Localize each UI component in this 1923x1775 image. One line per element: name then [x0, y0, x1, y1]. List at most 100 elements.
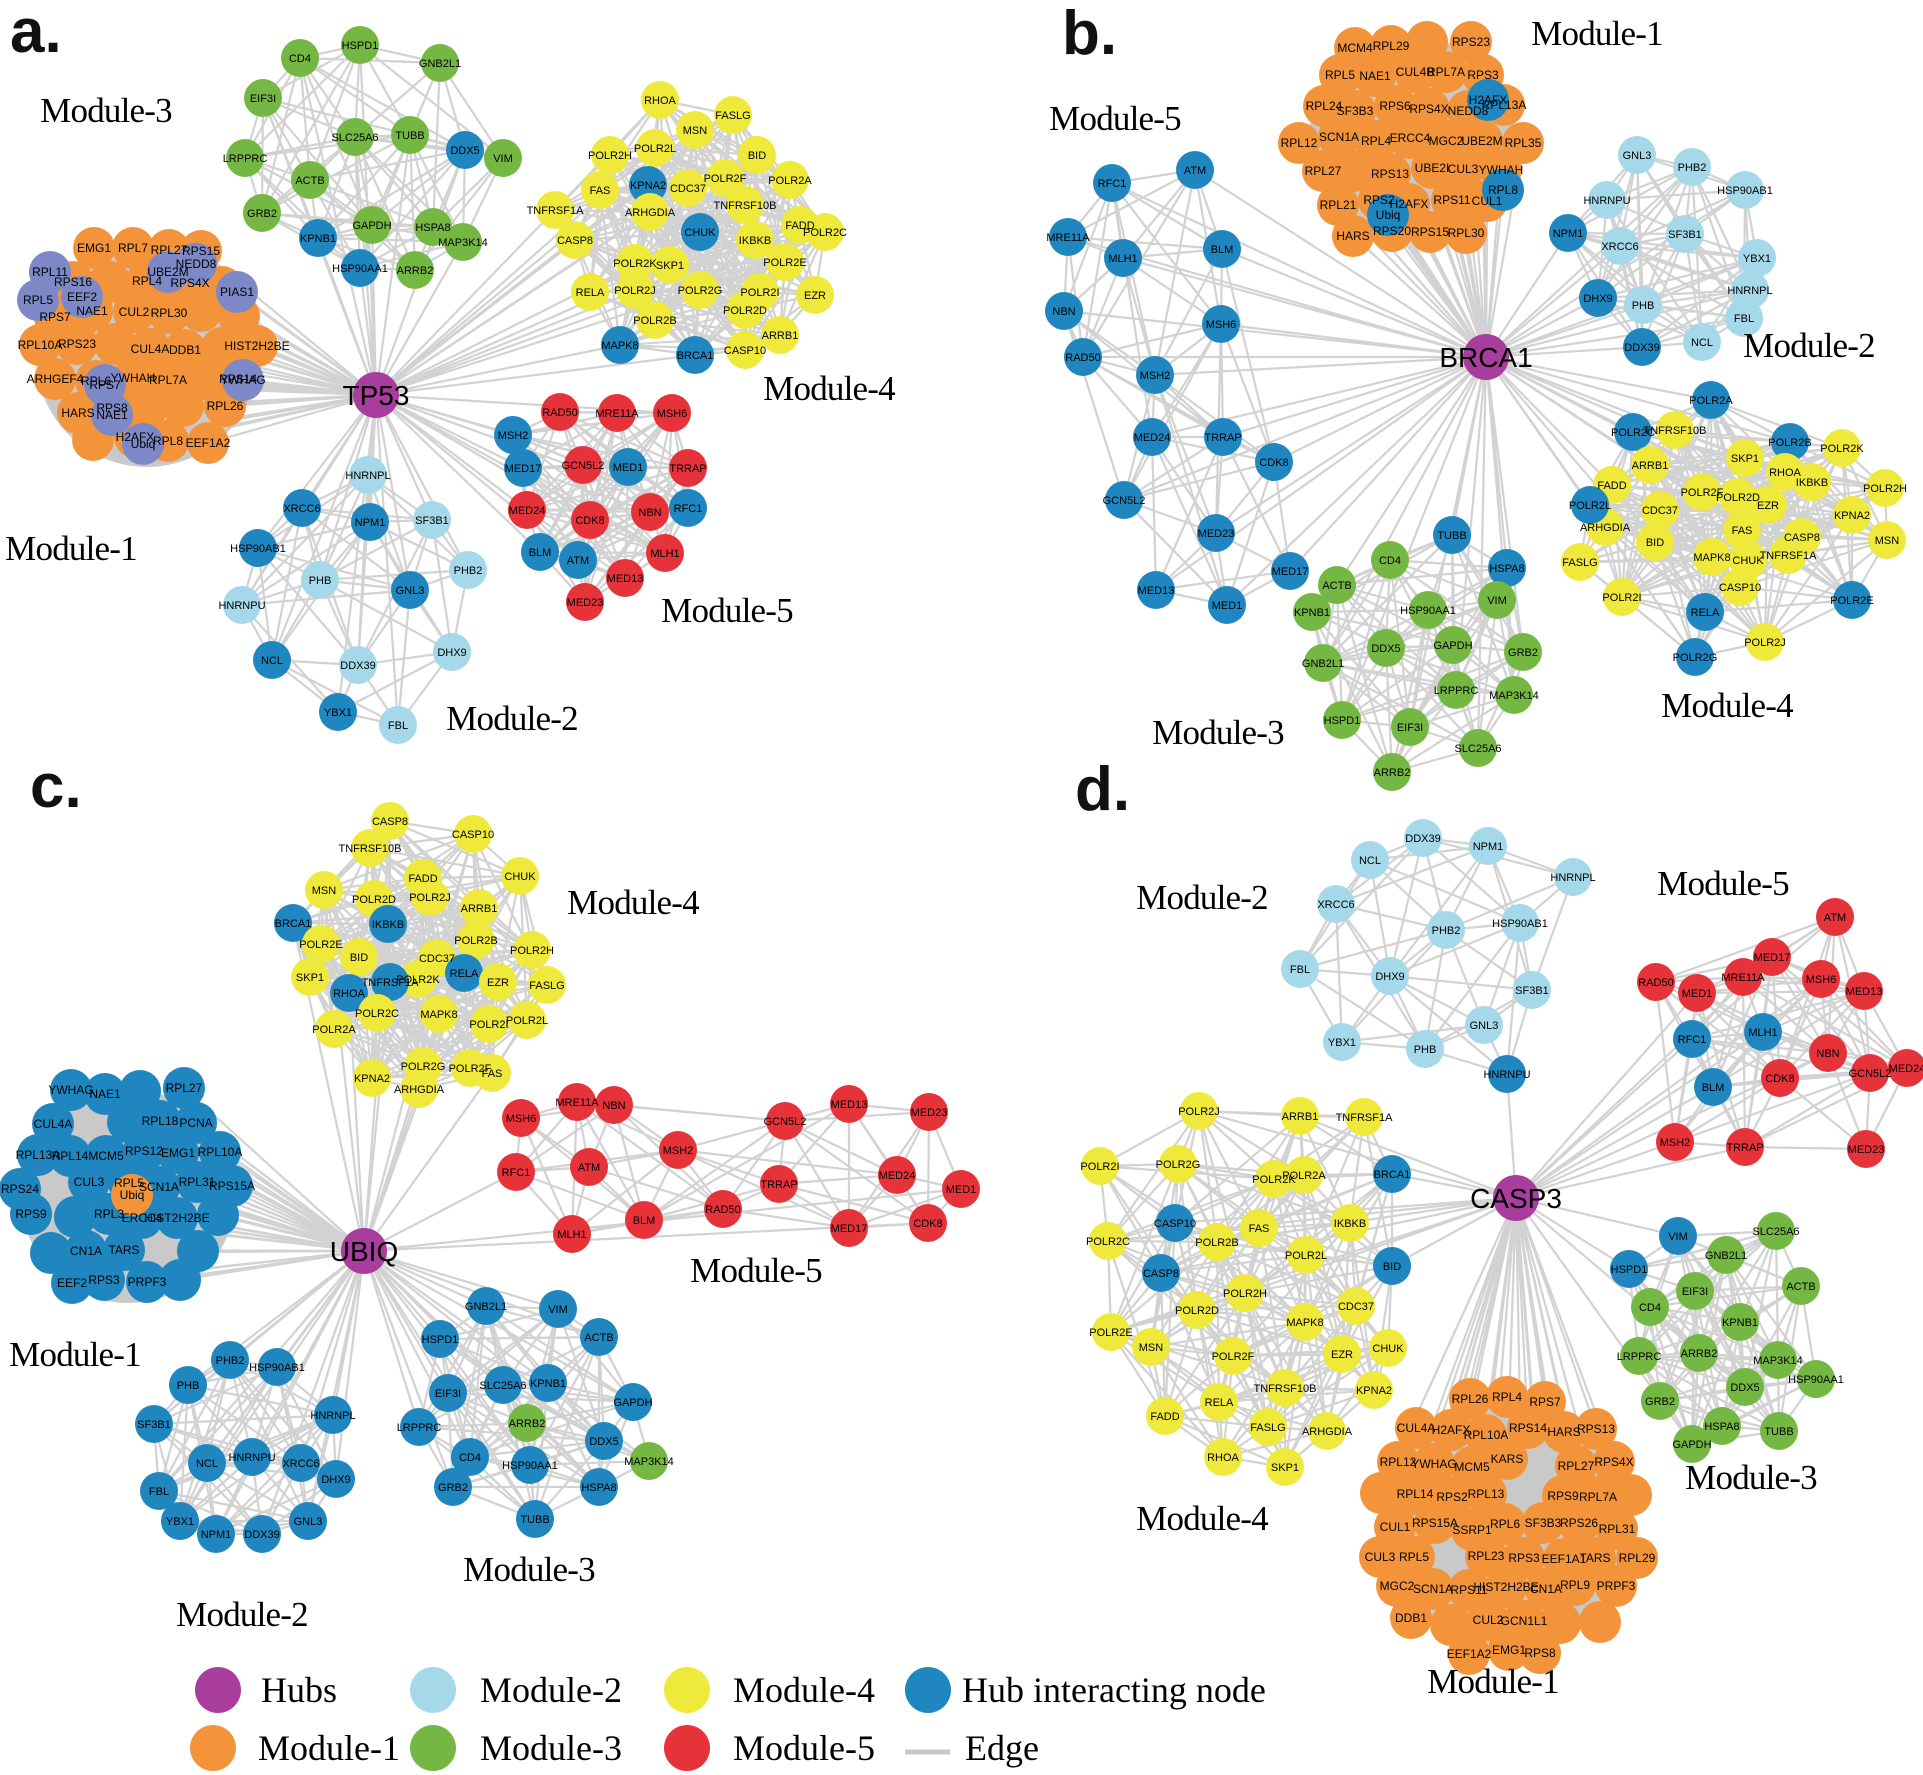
- svg-text:HIST2H2BE: HIST2H2BE: [144, 1211, 209, 1225]
- svg-text:RPS7: RPS7: [1529, 1395, 1561, 1409]
- svg-text:RPL30: RPL30: [151, 306, 188, 320]
- svg-text:MSN: MSN: [1139, 1342, 1164, 1354]
- svg-text:MED23: MED23: [1198, 528, 1235, 540]
- svg-text:POLR2G: POLR2G: [401, 1061, 446, 1073]
- svg-text:RPL13A: RPL13A: [1482, 98, 1527, 112]
- svg-text:MAPK8: MAPK8: [1286, 1317, 1323, 1329]
- svg-text:RPL8: RPL8: [1488, 183, 1518, 197]
- svg-text:RFC1: RFC1: [1678, 1034, 1707, 1046]
- svg-text:BID: BID: [350, 952, 368, 964]
- svg-text:HSP90AB1: HSP90AB1: [1492, 918, 1548, 930]
- svg-text:GAPDH: GAPDH: [613, 1397, 652, 1409]
- svg-text:RPL10A: RPL10A: [198, 1145, 243, 1159]
- svg-text:RPS2: RPS2: [1436, 1490, 1468, 1504]
- svg-text:ARRB1: ARRB1: [1282, 1111, 1319, 1123]
- svg-text:MED1: MED1: [1212, 600, 1243, 612]
- svg-text:RAD50: RAD50: [1638, 977, 1673, 989]
- svg-text:RPL29: RPL29: [1619, 1551, 1656, 1565]
- svg-text:EMG1: EMG1: [1492, 1643, 1526, 1657]
- svg-text:RPS9: RPS9: [15, 1207, 47, 1221]
- svg-text:RPL31: RPL31: [179, 1175, 216, 1189]
- svg-text:MAP3K14: MAP3K14: [1489, 690, 1539, 702]
- svg-text:RPS15: RPS15: [1411, 225, 1449, 239]
- svg-text:POLR2D: POLR2D: [1716, 492, 1760, 504]
- svg-text:Module-4: Module-4: [567, 883, 699, 922]
- svg-text:PRPF3: PRPF3: [1597, 1579, 1636, 1593]
- svg-text:BLM: BLM: [1211, 244, 1234, 256]
- svg-text:Module-5: Module-5: [1657, 864, 1789, 903]
- svg-text:CDK8: CDK8: [913, 1218, 942, 1230]
- svg-text:MSH6: MSH6: [657, 408, 688, 420]
- svg-text:DDX39: DDX39: [1624, 342, 1659, 354]
- svg-text:SF3B3: SF3B3: [1525, 1516, 1562, 1530]
- svg-text:CUL4A: CUL4A: [1397, 1421, 1436, 1435]
- svg-text:ATM: ATM: [1184, 165, 1206, 177]
- svg-text:RPL7: RPL7: [118, 241, 148, 255]
- svg-text:RPS11: RPS11: [1450, 1583, 1487, 1597]
- svg-text:POLR2F: POLR2F: [1212, 1351, 1255, 1363]
- svg-text:CD4: CD4: [1639, 1302, 1661, 1314]
- svg-text:HNRNPU: HNRNPU: [218, 600, 265, 612]
- svg-text:ARRB1: ARRB1: [461, 903, 498, 915]
- svg-text:HSP90AA1: HSP90AA1: [502, 1460, 558, 1472]
- svg-text:Module-4: Module-4: [763, 369, 895, 408]
- svg-text:POLR2D: POLR2D: [1175, 1305, 1219, 1317]
- svg-text:CHUK: CHUK: [1732, 555, 1764, 567]
- svg-text:TARS: TARS: [108, 1243, 139, 1257]
- svg-text:IKBKB: IKBKB: [1334, 1218, 1366, 1230]
- svg-text:RFC1: RFC1: [674, 503, 703, 515]
- svg-text:RPS6: RPS6: [1379, 99, 1411, 113]
- svg-text:POLR2C: POLR2C: [1086, 1236, 1130, 1248]
- svg-text:RPL5: RPL5: [114, 1176, 144, 1190]
- svg-text:CUL1: CUL1: [1472, 194, 1503, 208]
- svg-text:GNB2L1: GNB2L1: [419, 58, 461, 70]
- svg-text:MSN: MSN: [683, 125, 708, 137]
- svg-text:RAD50: RAD50: [1065, 352, 1100, 364]
- svg-text:GCN1L1: GCN1L1: [1501, 1614, 1548, 1628]
- svg-text:ATM: ATM: [1824, 912, 1846, 924]
- svg-text:MLH1: MLH1: [1748, 1027, 1777, 1039]
- svg-text:LRPPRC: LRPPRC: [1434, 685, 1479, 697]
- svg-text:BRCA1: BRCA1: [1374, 1169, 1411, 1181]
- svg-text:RPS4X: RPS4X: [1594, 1455, 1633, 1469]
- svg-text:MED23: MED23: [567, 597, 604, 609]
- svg-text:RPL12: RPL12: [1380, 1455, 1417, 1469]
- svg-text:HSPA8: HSPA8: [1489, 563, 1524, 575]
- svg-text:HNRNPU: HNRNPU: [1583, 195, 1630, 207]
- svg-text:CDC37: CDC37: [419, 953, 455, 965]
- svg-text:CHUK: CHUK: [504, 871, 536, 883]
- svg-text:IKBKB: IKBKB: [372, 919, 404, 931]
- svg-text:CUL1: CUL1: [1380, 1520, 1411, 1534]
- svg-text:HSPA8: HSPA8: [1704, 1421, 1739, 1433]
- svg-text:NPM1: NPM1: [201, 1529, 232, 1541]
- svg-text:TRRAP: TRRAP: [669, 463, 706, 475]
- svg-text:RPS7: RPS7: [39, 310, 71, 324]
- svg-text:RPL10A: RPL10A: [18, 338, 63, 352]
- svg-text:RPL27: RPL27: [1305, 164, 1342, 178]
- svg-text:FBL: FBL: [149, 1486, 169, 1498]
- svg-text:RPS13: RPS13: [1371, 167, 1409, 181]
- svg-text:PHB: PHB: [1632, 300, 1655, 312]
- svg-text:EZR: EZR: [1331, 1349, 1353, 1361]
- svg-text:EIF3I: EIF3I: [250, 93, 276, 105]
- svg-text:RPL7A: RPL7A: [149, 373, 187, 387]
- svg-text:POLR2G: POLR2G: [1156, 1159, 1201, 1171]
- svg-text:MCM5: MCM5: [1454, 1460, 1490, 1474]
- svg-text:VIM: VIM: [1487, 595, 1507, 607]
- svg-text:CUL4A: CUL4A: [34, 1117, 73, 1131]
- svg-text:H2AFX: H2AFX: [116, 430, 155, 444]
- svg-text:CUL3: CUL3: [74, 1175, 105, 1189]
- svg-text:GNB2L1: GNB2L1: [1302, 658, 1344, 670]
- svg-text:FASLG: FASLG: [715, 110, 750, 122]
- svg-text:CD4: CD4: [289, 53, 311, 65]
- svg-text:CDK8: CDK8: [575, 515, 604, 527]
- svg-text:ATM: ATM: [567, 555, 589, 567]
- svg-text:LRPPRC: LRPPRC: [223, 153, 268, 165]
- svg-text:SF3B1: SF3B1: [1515, 985, 1549, 997]
- svg-text:CASP8: CASP8: [557, 235, 593, 247]
- svg-text:MED24: MED24: [1889, 1063, 1923, 1075]
- svg-text:CDK8: CDK8: [1259, 457, 1288, 469]
- svg-text:PHB2: PHB2: [454, 565, 483, 577]
- svg-text:NPM1: NPM1: [1473, 841, 1504, 853]
- svg-text:RPL29: RPL29: [1373, 39, 1410, 53]
